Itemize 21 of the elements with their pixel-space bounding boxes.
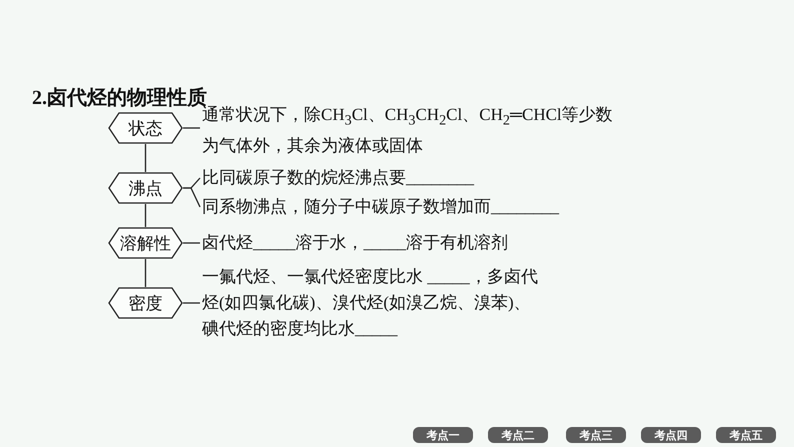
connector-line xyxy=(144,144,146,172)
tab-button: 考点一 xyxy=(413,427,473,443)
description-text: 卤代烃_____溶于水，_____溶于有机溶剂 xyxy=(202,230,582,256)
hexagon-box: 溶解性 xyxy=(108,227,183,259)
connector-line xyxy=(144,204,146,227)
title: 2.卤代烃的物理性质 xyxy=(32,86,207,109)
connector-line xyxy=(183,127,200,129)
connector-line xyxy=(183,187,201,208)
hexagon-box: 密度 xyxy=(108,287,183,319)
tab-button: 考点五 xyxy=(716,427,776,443)
description-text: 比同碳原子数的烷烃沸点要________ xyxy=(202,165,522,191)
description-text: 一氟代烃、一氯代烃密度比水 _____，多卤代烃(如四氯化碳)、溴代烃(如溴乙烷、溴苯)、碘代烃的密度均比水_____ xyxy=(202,264,547,342)
tab-button: 考点二 xyxy=(488,427,548,443)
connector-line xyxy=(183,242,200,244)
tab-button: 考点三 xyxy=(566,427,626,443)
hexagon-box: 沸点 xyxy=(108,172,183,204)
connector-line xyxy=(183,302,200,304)
connector-line xyxy=(144,259,146,287)
tab-button: 考点四 xyxy=(641,427,701,443)
description-text: 同系物沸点，随分子中碳原子数增加而________ xyxy=(202,194,622,220)
hexagon-box: 状态 xyxy=(108,112,183,144)
